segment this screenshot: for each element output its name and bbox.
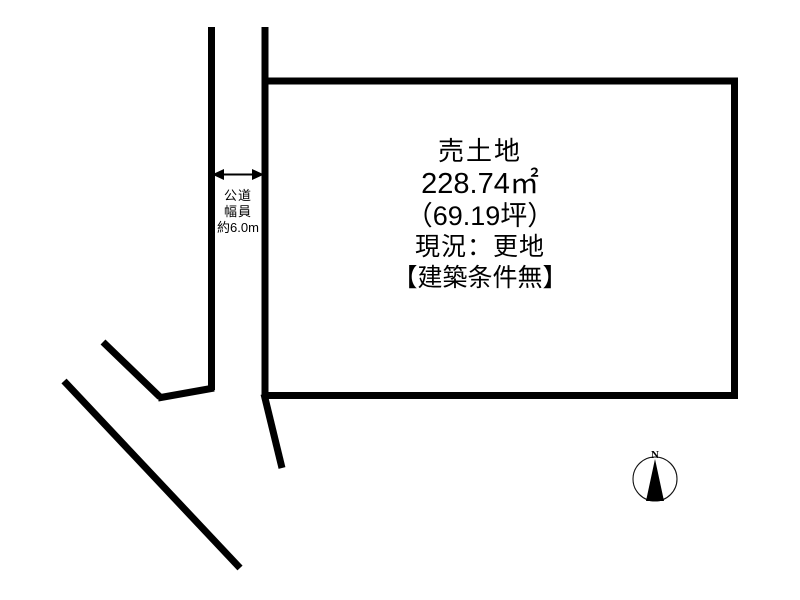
road-edge-branch-upper-diagonal bbox=[100, 339, 163, 400]
road-edge-right-diagonal bbox=[260, 393, 286, 469]
road-edge-left-jog bbox=[157, 384, 215, 402]
compass-north-needle bbox=[646, 459, 664, 501]
parcel-boundary bbox=[264, 77, 738, 399]
dimension-arrowhead-right bbox=[252, 169, 264, 180]
road-linework bbox=[61, 27, 286, 571]
dimension-arrowhead-left bbox=[212, 169, 224, 180]
road-width-dimension-arrow bbox=[212, 169, 264, 180]
road-edge-branch-lower-diagonal bbox=[61, 378, 243, 571]
compass-rose bbox=[632, 456, 678, 502]
